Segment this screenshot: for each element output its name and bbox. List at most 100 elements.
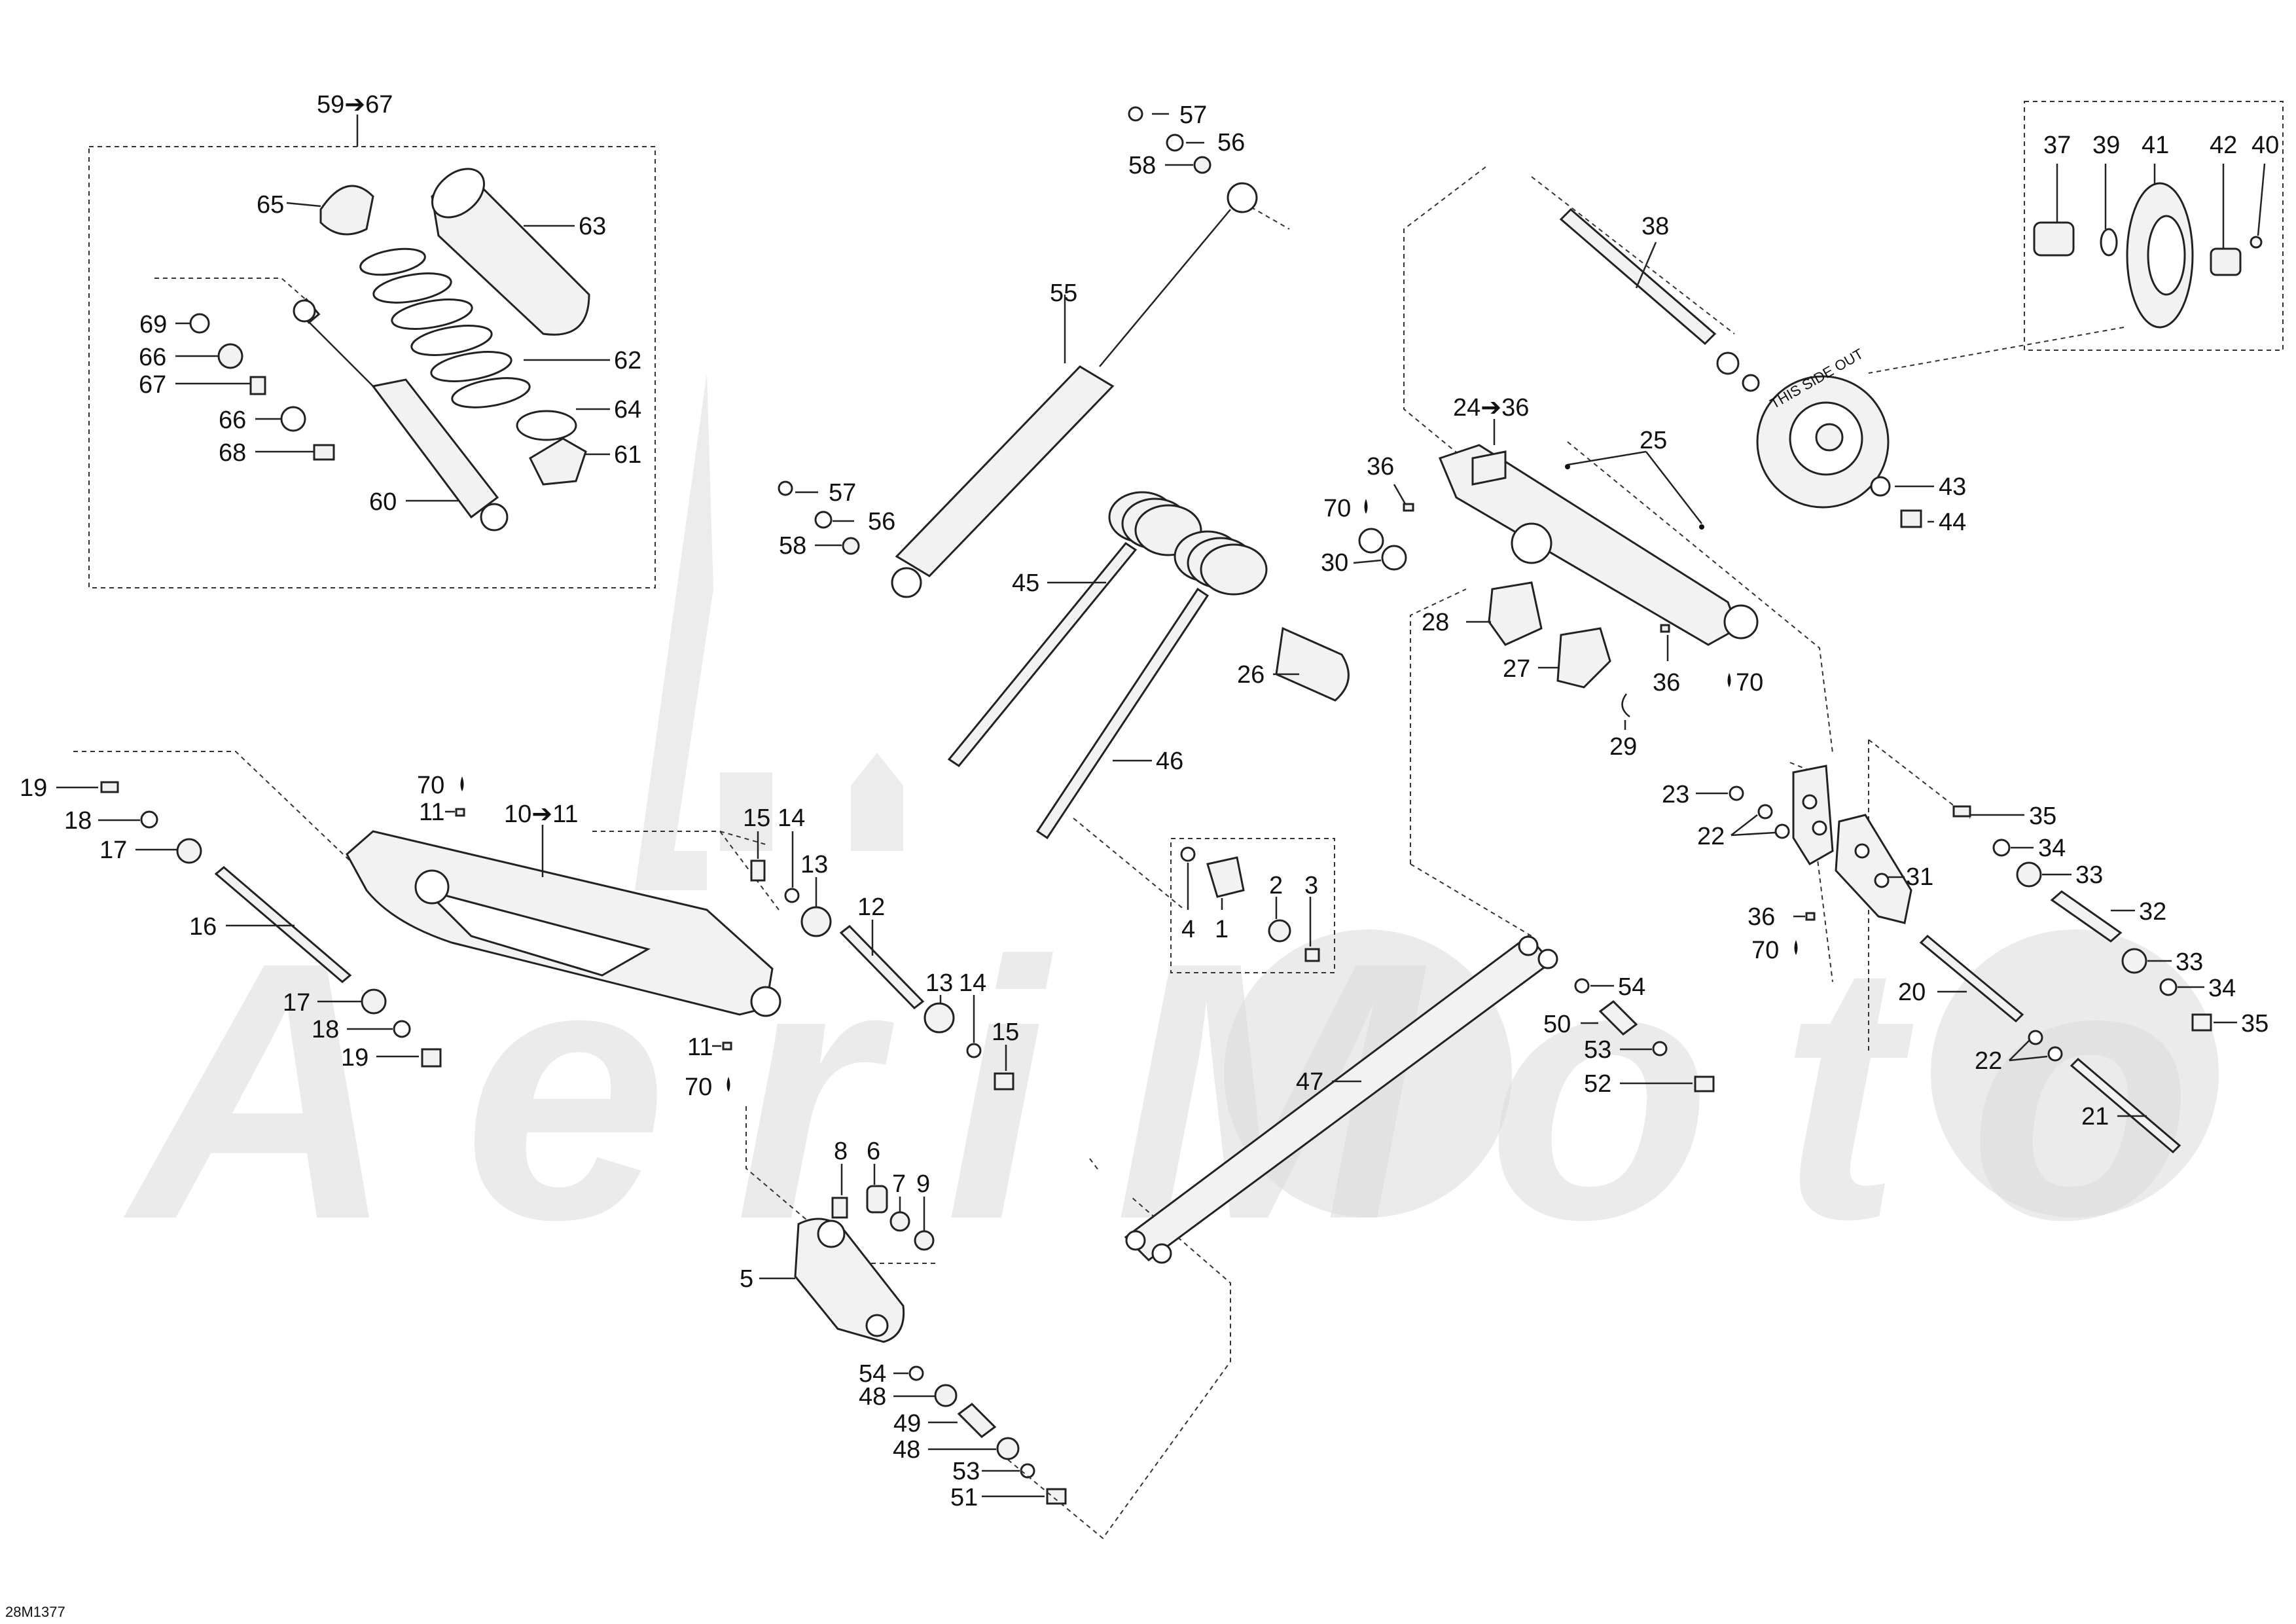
callout-56a: 56 bbox=[1217, 129, 1245, 156]
bolt-57b bbox=[778, 480, 793, 496]
bushing-13b bbox=[924, 1002, 955, 1034]
callout-38: 38 bbox=[1641, 213, 1669, 240]
callout-17b: 17 bbox=[283, 989, 310, 1017]
callout-61: 61 bbox=[614, 441, 641, 469]
callout-7: 7 bbox=[892, 1170, 906, 1198]
bushing-48b bbox=[996, 1437, 1020, 1460]
callout-35b: 35 bbox=[2241, 1010, 2269, 1038]
spacer-67 bbox=[249, 376, 266, 395]
washer-43 bbox=[1870, 476, 1891, 497]
callout-53a: 53 bbox=[952, 1458, 980, 1485]
callout-70e: 70 bbox=[1751, 937, 1779, 964]
washer-53a bbox=[1020, 1463, 1035, 1479]
callout-46: 46 bbox=[1156, 748, 1183, 775]
front-arm-group: 19 18 17 16 17 18 19 10➔11 70 11 11 70 bbox=[20, 751, 781, 1101]
callout-64: 64 bbox=[614, 396, 641, 424]
bolt-52 bbox=[1694, 1075, 1715, 1092]
callout-20: 20 bbox=[1898, 979, 1926, 1006]
bolt-19b bbox=[421, 1048, 442, 1068]
callout-48b: 48 bbox=[893, 1436, 920, 1464]
spring-62 bbox=[359, 247, 531, 408]
grease-icon-a bbox=[1364, 499, 1368, 514]
spacer-32 bbox=[2050, 890, 2123, 943]
spacer-50 bbox=[1598, 1000, 1638, 1036]
seat-65 bbox=[319, 185, 374, 236]
callout-26: 26 bbox=[1237, 661, 1265, 689]
bolt-15b bbox=[994, 1072, 1014, 1091]
callout-53b: 53 bbox=[1584, 1036, 1611, 1064]
link-47-group: 47 54 50 53 52 bbox=[1124, 588, 1715, 1264]
callout-47: 47 bbox=[1296, 1068, 1323, 1096]
ring-40 bbox=[2250, 236, 2263, 249]
callout-70d: 70 bbox=[685, 1074, 712, 1101]
shaft-20 bbox=[1919, 934, 2024, 1023]
callout-34a: 34 bbox=[2038, 835, 2066, 862]
spacer-49 bbox=[957, 1403, 997, 1438]
shaft-12-group: 15 14 13 12 13 14 15 bbox=[743, 804, 1019, 1091]
adjuster-61 bbox=[529, 437, 587, 486]
bellcrank-group: 8 6 7 9 5 bbox=[740, 1106, 1100, 1343]
callout-52: 52 bbox=[1584, 1070, 1611, 1098]
washer-14b bbox=[966, 1043, 982, 1058]
washer-56b bbox=[814, 511, 833, 529]
callout-54b: 54 bbox=[1618, 973, 1645, 1001]
ring-64 bbox=[516, 410, 577, 441]
callout-22a: 22 bbox=[1697, 823, 1725, 850]
bushing-66b bbox=[280, 406, 306, 432]
shock-group-box bbox=[88, 146, 656, 588]
callout-37: 37 bbox=[2043, 132, 2071, 159]
callout-57a: 57 bbox=[1179, 101, 1207, 129]
shaft-21 bbox=[2070, 1057, 2181, 1154]
grease-fitting-36a bbox=[1403, 503, 1414, 512]
washer-53b bbox=[1652, 1041, 1668, 1056]
callout-32: 32 bbox=[2139, 898, 2166, 926]
wheel-kit-group: 37 39 41 42 40 bbox=[1868, 101, 2284, 374]
plate-27 bbox=[1556, 627, 1611, 689]
nut-9 bbox=[914, 1230, 935, 1251]
kit-1-4-box bbox=[1170, 838, 1335, 973]
bushing-66a bbox=[217, 343, 243, 369]
callout-16: 16 bbox=[189, 913, 217, 941]
bushing-30a bbox=[1358, 528, 1384, 554]
pad-28 bbox=[1488, 581, 1543, 646]
nut-2 bbox=[1268, 919, 1291, 943]
washer-14a bbox=[784, 888, 800, 903]
callout-36a: 36 bbox=[1367, 453, 1394, 480]
callout-28: 28 bbox=[1422, 609, 1449, 636]
callout-54a: 54 bbox=[859, 1360, 886, 1388]
bushing-17b bbox=[361, 988, 387, 1015]
callout-31: 31 bbox=[1906, 863, 1933, 891]
bushing-33b bbox=[2121, 948, 2147, 974]
washer-7 bbox=[889, 1211, 910, 1232]
callout-14a: 14 bbox=[778, 804, 805, 832]
callout-39: 39 bbox=[2092, 132, 2120, 159]
washer-34a bbox=[1992, 839, 2011, 857]
bolt-57a bbox=[1128, 106, 1143, 122]
callout-29: 29 bbox=[1609, 733, 1637, 761]
bushing-48a bbox=[934, 1384, 958, 1407]
callout-48a: 48 bbox=[859, 1383, 886, 1411]
callout-17a: 17 bbox=[99, 837, 127, 864]
callout-6: 6 bbox=[867, 1138, 880, 1165]
callout-68: 68 bbox=[219, 439, 246, 467]
callout-13a: 13 bbox=[800, 851, 828, 878]
shock-55-eye-top bbox=[1227, 182, 1258, 213]
rear-link-group: 23 22 31 36 70 35 34 33 32 33 bbox=[1662, 739, 2269, 1154]
callout-63: 63 bbox=[579, 213, 606, 240]
clip-29 bbox=[1621, 693, 1630, 717]
callout-22b: 22 bbox=[1975, 1047, 2002, 1075]
link-plate-31b bbox=[1835, 814, 1912, 924]
bolt-51 bbox=[1046, 1488, 1067, 1505]
grease-icon-e bbox=[1794, 940, 1798, 955]
callout-51: 51 bbox=[950, 1484, 978, 1511]
callout-1: 1 bbox=[1215, 916, 1229, 943]
nut-58b bbox=[842, 537, 860, 555]
callout-19b: 19 bbox=[341, 1044, 368, 1072]
shock-group: 59➔67 bbox=[88, 91, 656, 588]
shock-55-eye-bottom bbox=[891, 567, 922, 598]
bolt-15a bbox=[750, 859, 766, 882]
callout-45: 45 bbox=[1012, 569, 1039, 597]
bushing-37 bbox=[2033, 221, 2075, 257]
callout-66b: 66 bbox=[219, 406, 246, 434]
